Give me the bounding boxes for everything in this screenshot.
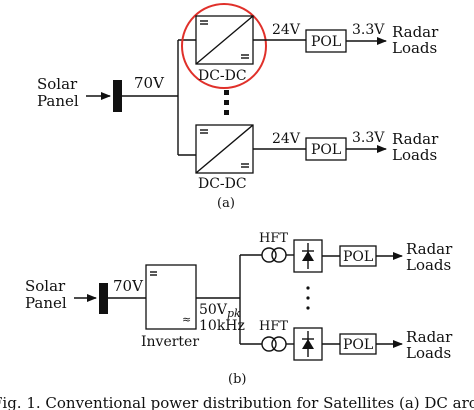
transformer-coil-bottom-2: [271, 336, 287, 352]
hft-label-bottom: HFT: [259, 319, 288, 334]
radar-loads-bottom-b-line2: Loads: [406, 344, 451, 362]
ellipsis-dot: [306, 286, 310, 290]
ellipsis-dot: [224, 90, 229, 95]
dc-dc-label-bottom: DC-DC: [198, 176, 247, 192]
caption-a: (a): [217, 196, 235, 211]
dc-dc-label-top: DC-DC: [198, 68, 247, 84]
diode-icon-top: [302, 251, 314, 261]
ellipsis-dot: [306, 296, 310, 300]
ac-voltage: 50V: [199, 302, 228, 318]
diagram-b: Solar Panel 70V ≈ Inverter 50Vpk 10kHz H…: [25, 231, 453, 387]
pol-label-top-b: POL: [343, 249, 373, 265]
highlight-circle: [181, 3, 267, 89]
solar-panel-label-b-line2: Panel: [25, 294, 67, 312]
solar-panel-block-b: [99, 283, 108, 314]
radar-loads-bottom-a-line1: Radar: [392, 130, 439, 148]
diagram-a: Solar Panel 70V DC-DC 24V POL 3.3V Radar…: [37, 3, 439, 211]
transformer-coil-top-1: [261, 247, 277, 263]
voltage-3v3-bottom-a: 3.3V: [352, 130, 385, 146]
radar-loads-top-a-line1: Radar: [392, 23, 439, 41]
diode-icon-bottom: [302, 339, 314, 349]
converter-diagonal-bottom: [195, 124, 254, 174]
voltage-24v-top-a: 24V: [272, 22, 301, 38]
solar-panel-label-a-line2: Panel: [37, 92, 79, 110]
voltage-24v-bottom-a: 24V: [272, 131, 301, 147]
transformer-coil-bottom-1: [261, 336, 277, 352]
bus-voltage-b: 70V: [113, 277, 144, 295]
transformer-coil-top-2: [271, 247, 287, 263]
inverter-label: Inverter: [141, 334, 199, 350]
voltage-3v3-top-a: 3.3V: [352, 22, 385, 38]
ac-symbol-inverter: ≈: [182, 313, 191, 326]
solar-panel-label-a-line1: Solar: [37, 75, 78, 93]
pol-label-bottom-a: POL: [311, 142, 341, 158]
pol-label-bottom-b: POL: [343, 337, 373, 353]
radar-loads-top-a-line2: Loads: [392, 39, 437, 57]
converter-diagonal-top: [195, 15, 254, 65]
caption-b: (b): [228, 372, 246, 387]
ac-frequency: 10kHz: [199, 318, 245, 334]
radar-loads-top-b-line2: Loads: [406, 256, 451, 274]
ellipsis-dot: [306, 306, 310, 310]
bus-voltage-a: 70V: [134, 74, 165, 92]
solar-panel-block-a: [113, 80, 122, 112]
figure-caption: Fig. 1. Conventional power distribution …: [0, 394, 474, 410]
ellipsis-dot: [224, 100, 229, 105]
solar-panel-label-b-line1: Solar: [25, 277, 66, 295]
ac-voltage-subscript: pk: [227, 307, 241, 320]
radar-loads-bottom-a-line2: Loads: [392, 146, 437, 164]
radar-loads-bottom-b-line1: Radar: [406, 328, 453, 346]
ellipsis-dot: [224, 110, 229, 115]
radar-loads-top-b-line1: Radar: [406, 240, 453, 258]
hft-label-top: HFT: [259, 231, 288, 246]
svg-text:50Vpk: 50Vpk: [199, 302, 241, 320]
pol-label-top-a: POL: [311, 34, 341, 50]
